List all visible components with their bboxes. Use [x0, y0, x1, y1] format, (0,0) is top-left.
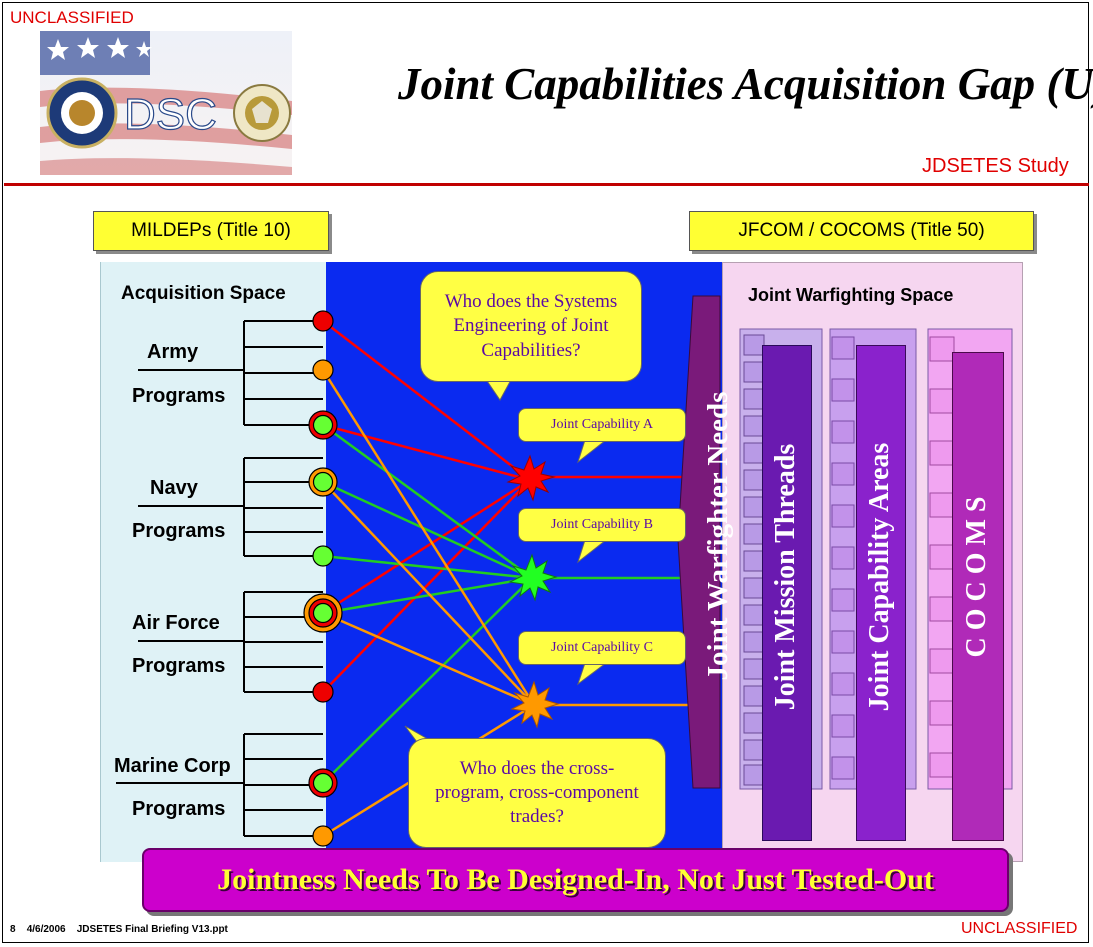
- mission-threads-bar: [762, 345, 812, 841]
- navy-label: Navy: [148, 477, 200, 500]
- slide-subtitle: JDSETES Study: [922, 155, 1069, 177]
- mildeps-tag: MILDEPs (Title 10): [93, 211, 329, 251]
- systems-engineering-callout: Who does the Systems Engineering of Join…: [420, 271, 642, 382]
- joint-capability-c-label: Joint Capability C: [518, 631, 686, 665]
- cross-program-trades-callout: Who does the cross-program, cross-compon…: [408, 738, 666, 848]
- jointness-banner: Jointness Needs To Be Designed-In, Not J…: [142, 848, 1009, 912]
- warfighter-needs-label: Joint Warfighter Needs: [702, 391, 734, 681]
- warfighter-needs-shape: [677, 295, 721, 789]
- mission-threads-tiles: [742, 329, 820, 789]
- cocoms-label: C O C O M S: [961, 496, 992, 658]
- footer-slide-info: 8 4/6/2006 JDSETES Final Briefing V13.pp…: [10, 924, 228, 935]
- capability-areas-label: Joint Capability Areas: [864, 442, 895, 712]
- joint-capability-b-label: Joint Capability B: [518, 508, 686, 542]
- army-label: Army: [145, 341, 201, 364]
- jointness-banner-text: Jointness Needs To Be Designed-In, Not J…: [217, 863, 934, 896]
- jfcom-cocoms-tag: JFCOM / COCOMS (Title 50): [689, 211, 1034, 251]
- marine-corp-programs-label: Programs: [130, 798, 228, 821]
- classification-top: UNCLASSIFIED: [10, 8, 134, 27]
- acquisition-space-heading: Acquisition Space: [121, 283, 286, 304]
- logo-text: DSC: [124, 90, 217, 139]
- capability-areas-bar: [856, 345, 906, 841]
- air-force-label: Air Force: [130, 612, 222, 635]
- header-divider: [4, 183, 1089, 186]
- capability-areas-tiles: [830, 329, 916, 789]
- capability-c-burst: [510, 680, 560, 729]
- capability-a-burst: [506, 454, 556, 502]
- joint-capability-a-label: Joint Capability A: [518, 408, 686, 442]
- army-programs-label: Programs: [130, 385, 228, 408]
- footer-page: 8: [10, 924, 16, 935]
- slide-title: Joint Capabilities Acquisition Gap (U): [398, 59, 1093, 109]
- air-force-programs-label: Programs: [130, 655, 228, 678]
- dsc-logo: DSC: [40, 31, 292, 175]
- mission-threads-label: Joint Mission Threads: [770, 443, 801, 711]
- footer-date: 4/6/2006: [26, 924, 66, 935]
- cocoms-tiles: [928, 329, 1012, 789]
- marine-corp-label: Marine Corp: [112, 755, 233, 778]
- classification-bottom: UNCLASSIFIED: [961, 920, 1078, 937]
- footer-file: JDSETES Final Briefing V13.ppt: [76, 924, 228, 935]
- joint-warfighting-space-heading: Joint Warfighting Space: [748, 285, 954, 305]
- capability-b-burst: [508, 553, 558, 602]
- cocoms-bar: [952, 352, 1004, 841]
- navy-programs-label: Programs: [130, 520, 228, 543]
